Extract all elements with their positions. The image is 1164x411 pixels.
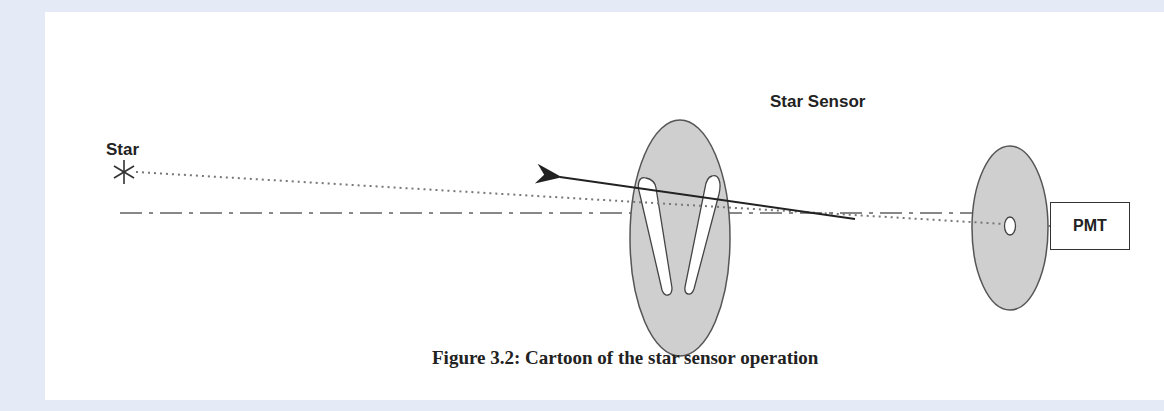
sensor-label: Star Sensor — [770, 92, 865, 112]
detector-box: PMT — [1050, 202, 1130, 250]
reticle-slit — [638, 178, 672, 295]
reticle-disc — [630, 120, 730, 356]
star-label: Star — [106, 140, 139, 160]
star-symbol — [114, 160, 134, 184]
aperture — [1005, 217, 1016, 235]
optical-axis — [120, 212, 1000, 214]
field-stop — [972, 146, 1048, 310]
box-label: PMT — [1073, 217, 1107, 235]
figure-caption: Figure 3.2: Cartoon of the star sensor o… — [432, 347, 818, 369]
scan-arrow — [560, 177, 855, 219]
line-of-sight — [136, 172, 1004, 224]
reticle-slit — [685, 176, 720, 294]
